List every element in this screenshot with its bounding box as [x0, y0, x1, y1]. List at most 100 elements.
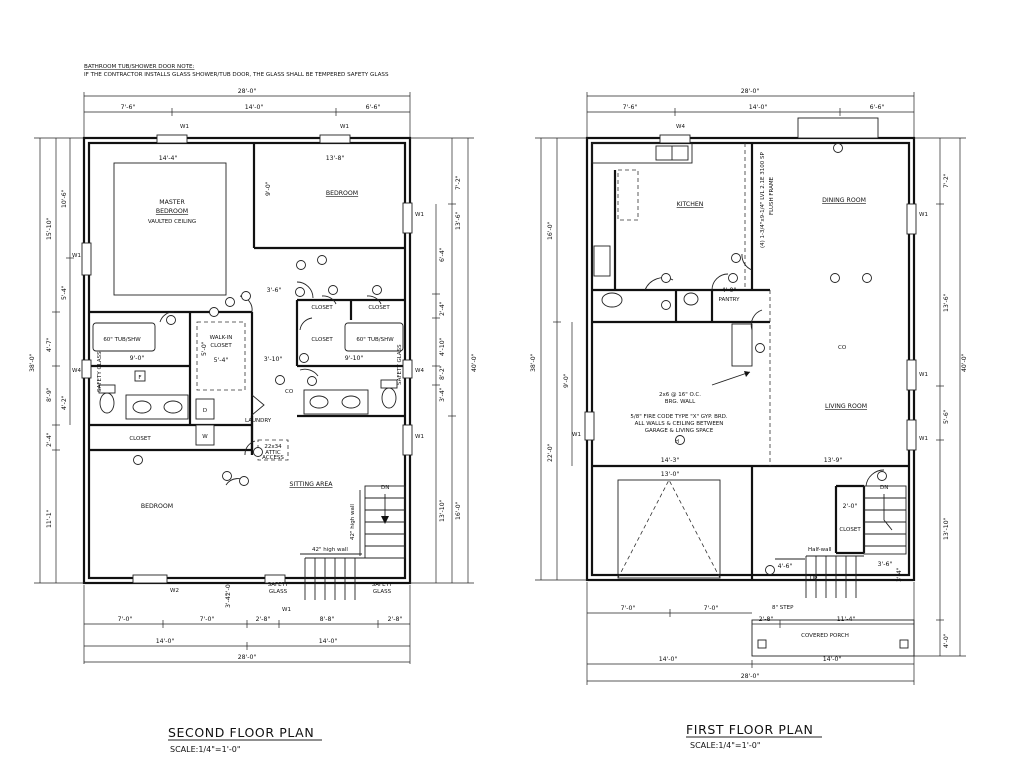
sf-dim-right-h: 16'-0" [455, 501, 462, 520]
second-floor-plan: 28'-0" 7'-6" 14'-0" 6'-6" W1 W1 [29, 88, 478, 754]
sf-master-label-b: BEDROOM [156, 208, 188, 215]
sf-sink-left-1 [132, 400, 152, 414]
ff-garage-bay [617, 479, 721, 579]
ff-dim-right-overall: 40'-0" [961, 353, 968, 372]
sf-bottom-dimensions: 7'-0" 7'-0" 2'-8" 8'-8" 2'-8" 14'-0" 14'… [83, 585, 411, 664]
sf-tag-w1-right-top: W1 [415, 212, 424, 218]
ff-kitchen-island [617, 169, 639, 221]
ff-dim-overall-bot: 28'-0" [741, 673, 760, 680]
sf-laundry-label: LAUNDRY [245, 418, 272, 424]
ff-right-dimensions: 40'-0" 7'-2" 13'-6" 5'-6" 13'-10" 4'-0" [914, 137, 968, 657]
ff-wall-b: BRG. WALL [665, 399, 696, 405]
sf-safety-bot2-a: SAFETY [372, 582, 393, 588]
ff-tag-w1-right-c: W1 [919, 436, 928, 442]
sf-dim-right-f: 8'-2" [439, 365, 446, 380]
sf-attic-label-b: ATTIC [265, 450, 281, 456]
sf-dim-master-w: 14'-4" [159, 155, 178, 162]
sf-washer [195, 424, 215, 446]
ff-dim-garage-a: 14'-3" [661, 457, 680, 464]
sf-dim-bot-c: 2'-8" [256, 616, 271, 623]
sf-stair-dn: DN [381, 485, 389, 491]
sf-safety-bot2-b: GLASS [373, 589, 392, 595]
ff-dim-right-c: 5'-6" [943, 409, 950, 424]
sf-dim-right-overall: 40'-0" [471, 353, 478, 372]
ff-porch-label: COVERED PORCH [801, 633, 849, 639]
ff-fire-a: 5/8" FIRE CODE TYPE "X" GYP. BRD. [630, 414, 728, 420]
sf-safety-left: SAFETY GLASS [97, 351, 103, 392]
ff-dim-top-c: 6'-6" [870, 104, 885, 111]
sf-bedroom-bottom-label: BEDROOM [141, 503, 173, 510]
sf-tub-right [344, 322, 404, 352]
sf-dim-bot-a: 7'-0" [118, 616, 133, 623]
sf-tag-w4-right: W4 [415, 368, 424, 374]
ff-dim-right-a: 7'-2" [943, 173, 950, 188]
sf-safety-right: SAFETY GLASS [397, 344, 403, 385]
ff-dim-bot2-a: 14'-0" [659, 656, 678, 663]
ff-dim-top-b: 14'-0" [749, 104, 768, 111]
sf-sink-left-2 [163, 400, 183, 414]
sf-window-bottom [264, 574, 286, 584]
sf-callouts [133, 255, 382, 486]
ff-fire-b: ALL WALLS & CEILING BETWEEN [635, 421, 724, 427]
ff-dim-bot-b: 7'-0" [704, 605, 719, 612]
ff-callouts [661, 143, 887, 575]
sf-dim-stair-h2: 3'-4" [225, 593, 232, 608]
ff-closet-label: CLOSET [839, 527, 861, 533]
note-body: IF THE CONTRACTOR INSTALLS GLASS SHOWER/… [84, 72, 389, 78]
sf-tag-w1-top-left: W1 [180, 124, 189, 130]
ff-co-label: CO [838, 345, 847, 351]
ff-tag-w1-right-b: W1 [919, 372, 928, 378]
sf-master-label-a: MASTER [159, 199, 185, 206]
ff-h-label: H [675, 439, 679, 445]
sf-dryer [195, 398, 215, 420]
sf-dim-right-b: 13'-6" [455, 211, 462, 230]
ff-dim-stair-b: 4'-6" [778, 563, 793, 570]
sf-dim-left-b: 4'-7" [46, 337, 53, 352]
sf-window-right-top [402, 202, 413, 234]
ff-title: FIRST FLOOR PLAN [686, 722, 813, 737]
sf-dim-hall-b: 9'-0" [130, 355, 145, 362]
sf-safety-bot1-b: GLASS [269, 589, 288, 595]
ff-kitchen-label: KITCHEN [677, 201, 704, 208]
note-heading: BATHROOM TUB/SHOWER DOOR NOTE: [84, 64, 195, 70]
sf-closet3-label: CLOSET [311, 337, 333, 343]
ff-left-dimensions: 38'-0" 16'-0" 22'-0" 9'-0" [530, 137, 587, 581]
sf-tag-w2: W2 [170, 588, 179, 594]
sf-tag-w4-left: W4 [72, 368, 81, 374]
sf-dim-left-c1: 4'-2" [61, 395, 68, 410]
sf-dim-stair-h: 2'-0" [225, 581, 232, 596]
ff-fire-c: GARAGE & LIVING SPACE [645, 428, 714, 434]
sf-vaulted-ceiling-outline [113, 162, 227, 296]
sf-dim-left-overall: 38'-0" [29, 353, 36, 372]
ff-dim-bot-a: 7'-0" [621, 605, 636, 612]
sf-dim-hall-f: 5'-0" [201, 341, 208, 356]
sf-dim-bot-e: 2'-8" [388, 616, 403, 623]
sf-dim-top-b: 14'-0" [245, 104, 264, 111]
ff-beam-a: (4) 1-3/4"x9-1/4" LVL 2.1E 3100 SP [760, 151, 766, 248]
ff-stair-run [863, 485, 907, 555]
ff-cabinet [731, 323, 753, 367]
ff-dim-left-overall: 38'-0" [530, 353, 537, 372]
sf-fan-label: F [138, 375, 141, 381]
ff-dim-overall-top: 28'-0" [741, 88, 760, 95]
sf-window-right-mid [402, 424, 413, 456]
ff-dim-stair-d: 3'-4" [896, 567, 903, 582]
sf-dim-right-i: 13'-10" [439, 499, 446, 522]
sf-attic-access [257, 439, 289, 461]
ff-stair-treads [805, 497, 906, 598]
ff-dim-top-a: 7'-6" [623, 104, 638, 111]
sf-walkin-label-b: CLOSET [210, 343, 232, 349]
sf-dim-right-d: 2'-4" [439, 301, 446, 316]
ff-wall-a: 2x6 @ 16" O.C. [659, 392, 701, 398]
ff-window-right-c [906, 419, 917, 451]
ff-window-right-b [906, 359, 917, 391]
ff-dim-left-a: 16'-0" [547, 221, 554, 240]
ff-fridge [593, 245, 611, 277]
sf-safety-bot1-a: SAFETY [268, 582, 289, 588]
sf-dim-top-a: 7'-6" [121, 104, 136, 111]
sf-dim-left-a2: 5'-4" [61, 285, 68, 300]
sf-dim-top-c: 6'-6" [366, 104, 381, 111]
ff-dim-pantry: 4'-0" [722, 287, 737, 294]
sf-vaulted-label: VAULTED CEILING [148, 219, 196, 225]
ff-tag-w1-left: W1 [572, 432, 581, 438]
